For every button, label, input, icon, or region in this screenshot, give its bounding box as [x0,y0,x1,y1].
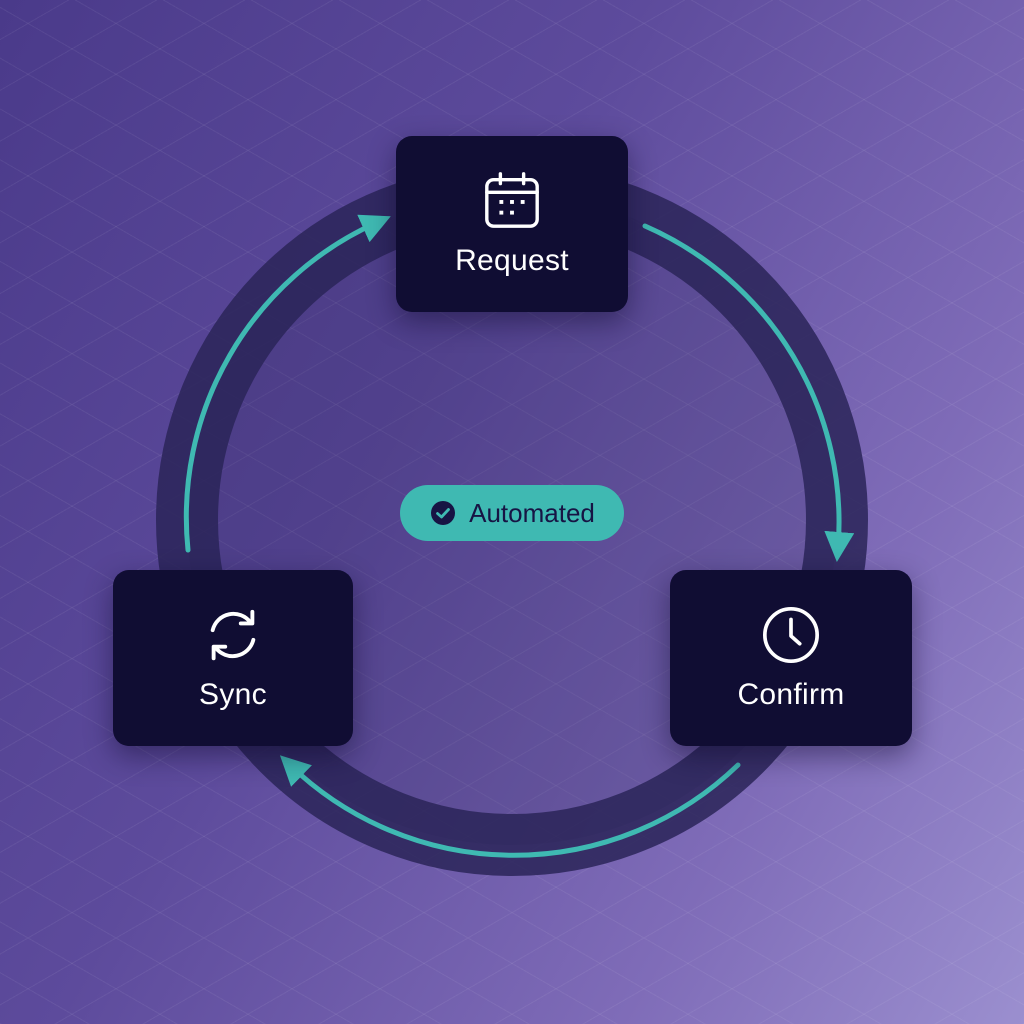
step-confirm: Confirm [670,570,912,746]
calendar-icon [485,172,539,228]
step-request-label: Request [455,244,569,277]
step-request: Request [396,136,628,312]
arrow-sync-to-request [183,214,391,553]
step-sync: Sync [113,570,353,746]
check-circle-icon [431,501,456,525]
sync-icon [210,609,256,661]
automated-badge: Automated [400,485,624,541]
arrow-confirm-to-sync [279,755,741,858]
automated-badge-label: Automated [469,497,595,528]
step-sync-label: Sync [199,678,267,711]
step-confirm-label: Confirm [737,678,845,711]
arrow-request-to-confirm [642,223,855,562]
clock-icon [763,607,819,663]
